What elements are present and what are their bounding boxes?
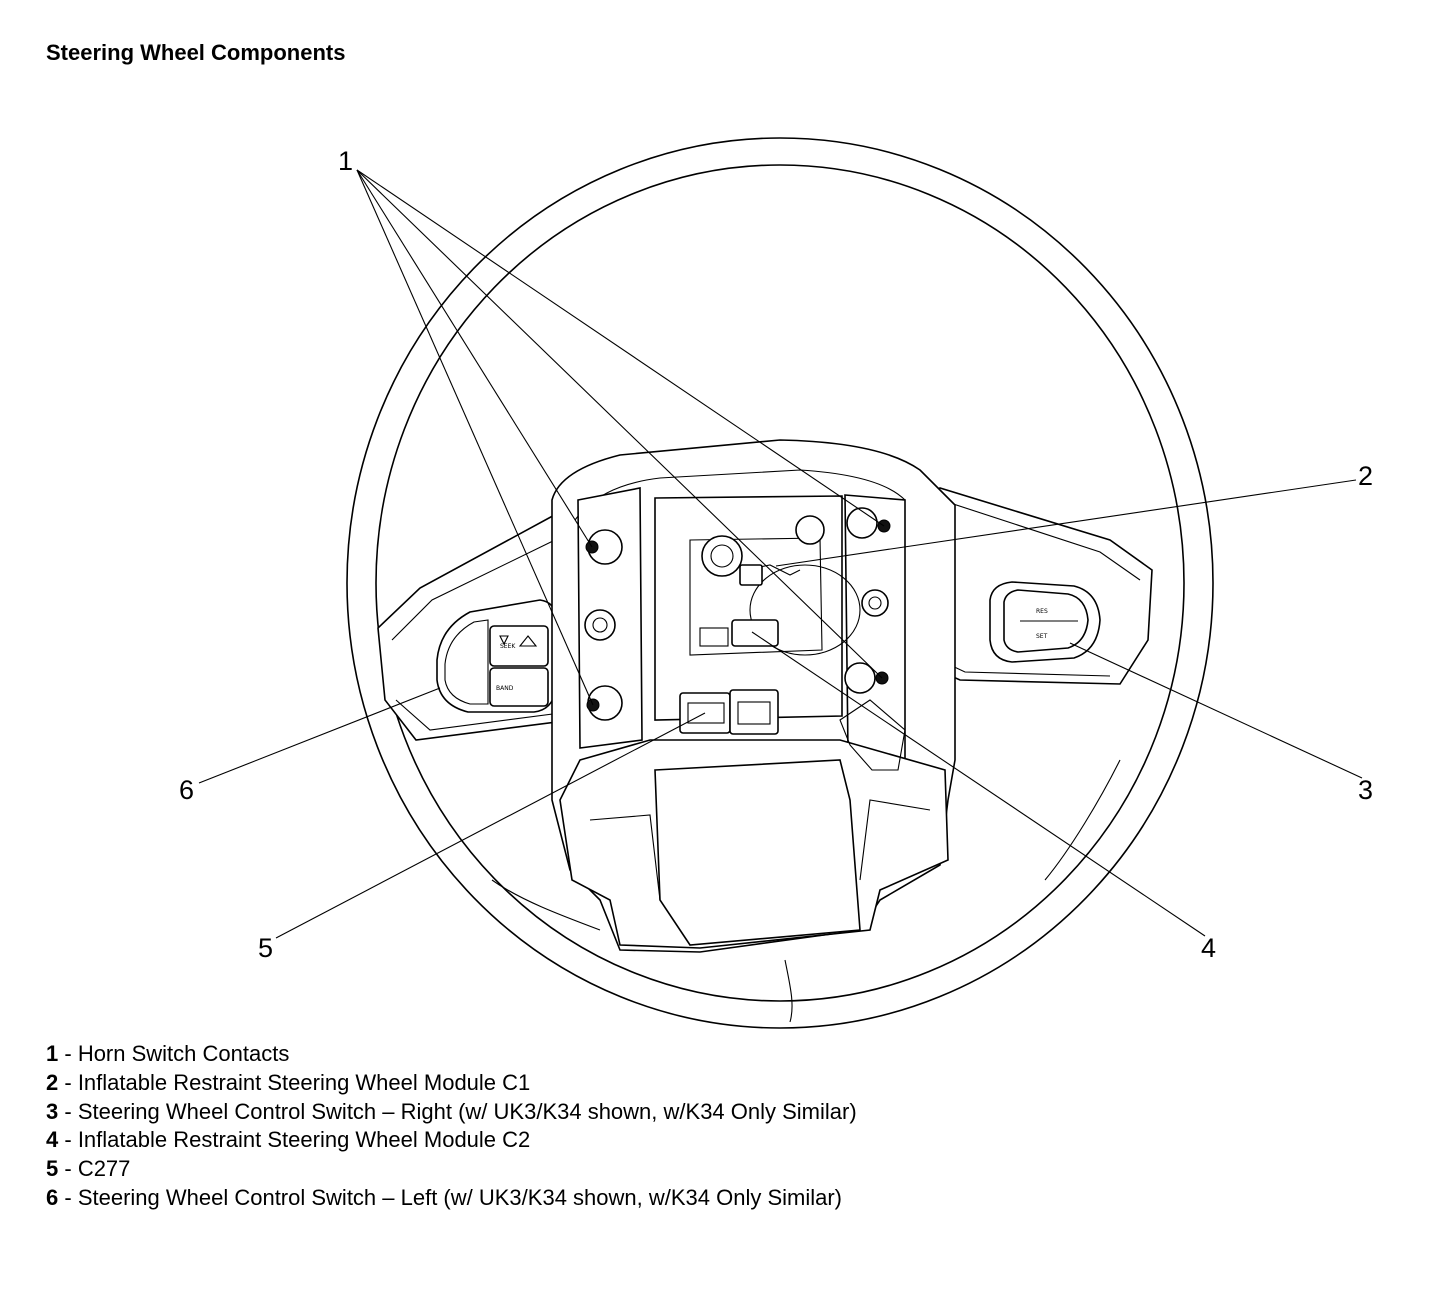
set-button-label: SET <box>1036 633 1048 640</box>
legend-number: 6 <box>46 1184 59 1210</box>
connector-c277 <box>679 689 779 735</box>
module-c2-connector <box>699 619 779 647</box>
legend-item: 3 - Steering Wheel Control Switch – Righ… <box>46 1098 857 1127</box>
callout-3: 3 <box>1358 775 1373 805</box>
legend-item: 5 - C277 <box>46 1155 857 1184</box>
legend-number: 1 <box>46 1041 59 1066</box>
legend-text: C277 <box>77 1156 131 1182</box>
horn-switch-contacts <box>584 507 891 721</box>
legend-separator: - <box>58 1069 78 1095</box>
legend-number: 5 <box>46 1156 59 1182</box>
band-button-label: BAND <box>496 685 514 692</box>
callout-6: 6 <box>179 775 194 805</box>
seek-button-label: SEEK <box>500 643 516 650</box>
legend-text: Steering Wheel Control Switch – Right (w… <box>77 1098 857 1124</box>
res-button-label: RES <box>1036 608 1048 615</box>
legend-number: 3 <box>46 1098 59 1124</box>
callout-1: 1 <box>338 146 353 176</box>
legend-text: Inflatable Restraint Steering Wheel Modu… <box>77 1069 531 1095</box>
legend-number: 2 <box>46 1069 59 1095</box>
diagram-title: Steering Wheel Components <box>46 40 346 65</box>
legend-text: Steering Wheel Control Switch – Left (w/… <box>77 1184 843 1210</box>
callout-2: 2 <box>1358 461 1373 491</box>
leader-lines <box>198 169 1363 939</box>
legend-item: 4 - Inflatable Restraint Steering Wheel … <box>46 1126 857 1155</box>
callout-numbers: 1 2 3 4 5 6 <box>179 146 1373 963</box>
callout-5: 5 <box>258 933 273 963</box>
legend-separator: - <box>58 1156 78 1182</box>
legend-item: 2 - Inflatable Restraint Steering Wheel … <box>46 1069 857 1098</box>
legend-separator: - <box>58 1041 78 1066</box>
legend-item: 1 - Horn Switch Contacts <box>46 1040 857 1069</box>
legend-separator: - <box>58 1184 78 1210</box>
legend-item: 6 - Steering Wheel Control Switch – Left… <box>46 1184 857 1213</box>
module-c1-connector <box>739 564 801 586</box>
callout-4: 4 <box>1201 933 1216 963</box>
left-spoke: SEEK BAND <box>377 510 577 741</box>
legend-separator: - <box>58 1098 78 1124</box>
steering-wheel-rim <box>346 137 1214 1029</box>
legend-separator: - <box>58 1127 78 1153</box>
legend: 1 - Horn Switch Contacts 2 - Inflatable … <box>46 1040 857 1213</box>
legend-text: Horn Switch Contacts <box>77 1041 290 1066</box>
legend-text: Inflatable Restraint Steering Wheel Modu… <box>77 1127 531 1153</box>
legend-number: 4 <box>46 1127 59 1153</box>
